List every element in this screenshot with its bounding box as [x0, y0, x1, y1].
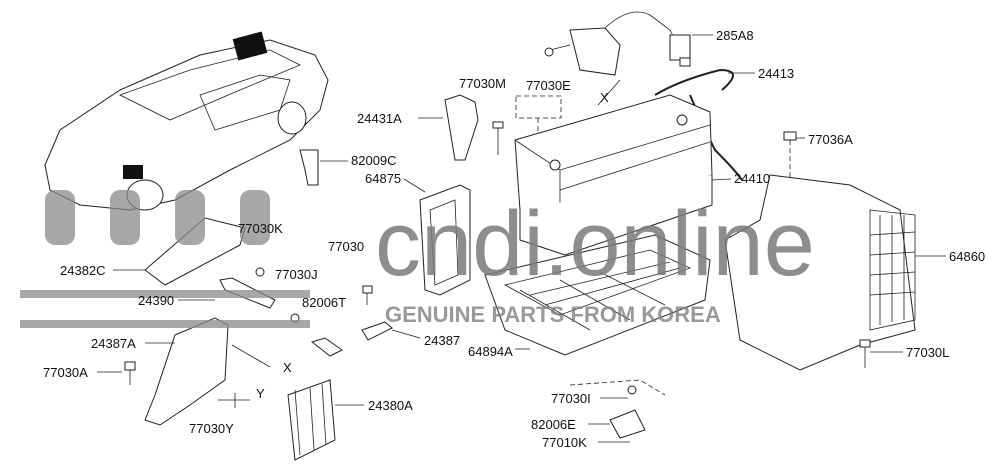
watermark-site: cndi.online	[375, 193, 815, 295]
part-77030A	[124, 361, 136, 385]
label-77010K[interactable]: 77010K	[542, 435, 587, 450]
part-285A8	[544, 11, 691, 76]
label-77030K[interactable]: 77030K	[238, 221, 283, 236]
watermark-logo	[20, 190, 310, 328]
label-77030E[interactable]: 77030E	[526, 78, 571, 93]
part-77030M	[492, 121, 504, 155]
label-77030A[interactable]: 77030A	[43, 365, 88, 380]
leader-lines	[97, 34, 946, 443]
part-64860	[724, 174, 916, 371]
label-82009C[interactable]: 82009C	[351, 153, 397, 168]
part-77036A	[783, 131, 797, 178]
label-24390[interactable]: 24390	[138, 293, 174, 308]
part-24387A	[144, 317, 229, 426]
label-24387[interactable]: 24387	[424, 333, 460, 348]
part-labels: 285A8 24413 77030M 77030E 24431A 77036A …	[43, 28, 985, 450]
label-24413[interactable]: 24413	[758, 66, 794, 81]
part-82006E	[609, 409, 646, 439]
label-77030I[interactable]: 77030I	[551, 391, 591, 406]
label-82006T[interactable]: 82006T	[302, 295, 346, 310]
label-64875[interactable]: 64875	[365, 171, 401, 186]
label-285A8[interactable]: 285A8	[716, 28, 754, 43]
watermark: cndi.online GENUINE PARTS FROM KOREA	[20, 190, 815, 328]
part-24431A	[444, 94, 479, 161]
label-64894A[interactable]: 64894A	[468, 344, 513, 359]
label-77030Y[interactable]: 77030Y	[189, 421, 234, 436]
label-24382C[interactable]: 24382C	[60, 263, 106, 278]
axis-mark-x-lower: X	[283, 360, 292, 375]
label-77030[interactable]: 77030	[328, 239, 364, 254]
vehicle-illustration	[44, 31, 329, 211]
part-77030J	[255, 267, 265, 277]
label-24387A[interactable]: 24387A	[91, 336, 136, 351]
label-77030J[interactable]: 77030J	[275, 267, 318, 282]
label-77030M[interactable]: 77030M	[459, 76, 506, 91]
label-24410[interactable]: 24410	[734, 171, 770, 186]
part-24410-battery	[514, 94, 713, 256]
part-82006T	[310, 337, 343, 357]
part-77030I	[627, 385, 637, 395]
label-77036A[interactable]: 77036A	[808, 132, 853, 147]
part-82009C	[299, 149, 319, 186]
axis-mark-y: Y	[256, 386, 265, 401]
label-64860[interactable]: 64860	[949, 249, 985, 264]
label-77030L[interactable]: 77030L	[906, 345, 949, 360]
part-24387	[361, 321, 393, 341]
dimension-marks	[218, 79, 621, 408]
part-77030L	[859, 339, 871, 368]
label-24431A[interactable]: 24431A	[357, 111, 402, 126]
part-64894A-tray	[484, 234, 711, 356]
watermark-tagline: GENUINE PARTS FROM KOREA	[385, 302, 721, 327]
label-82006E[interactable]: 82006E	[531, 417, 576, 432]
part-24380A-fuse-box	[287, 379, 336, 461]
part-77030	[362, 285, 373, 305]
label-24380A[interactable]: 24380A	[368, 398, 413, 413]
